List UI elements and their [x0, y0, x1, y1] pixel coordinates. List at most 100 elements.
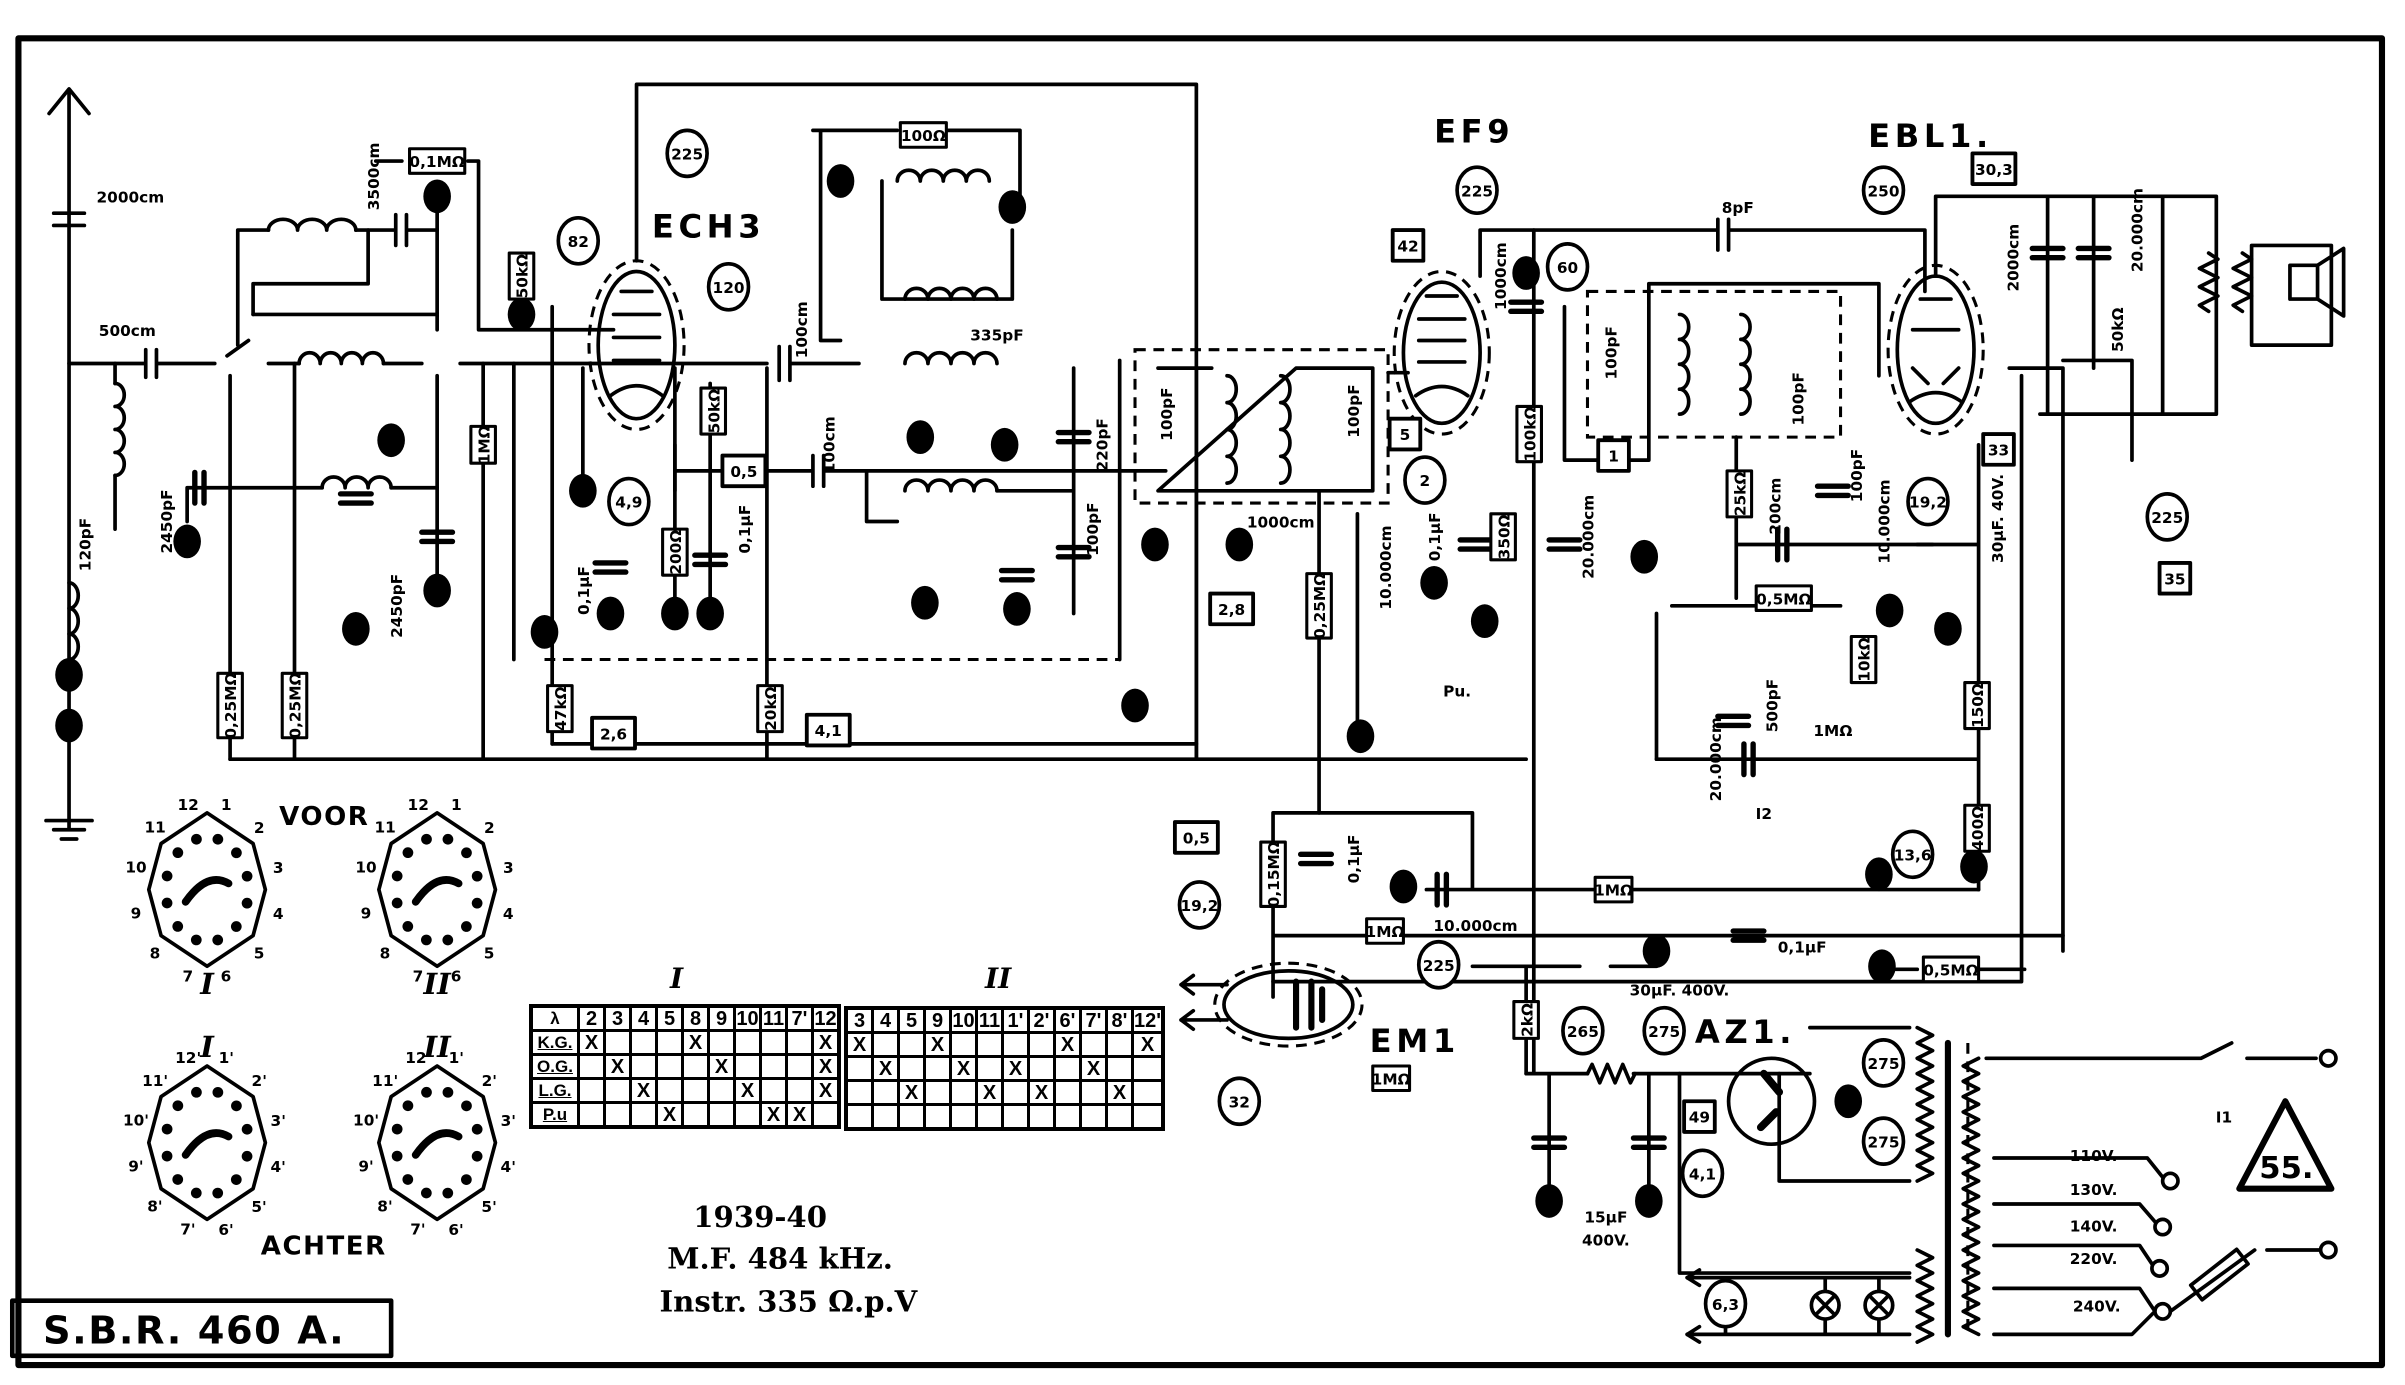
- component-value: 20.000cm: [1580, 495, 1598, 579]
- resistor: 0,5MΩ: [1921, 955, 1981, 984]
- table-cell: [844, 1103, 874, 1131]
- table-cell: X: [1131, 1031, 1165, 1058]
- table-row: [844, 1103, 1165, 1131]
- switch-contact-number: 1': [449, 1049, 464, 1067]
- ground-dot: [423, 573, 451, 608]
- table-cell: X: [811, 1029, 841, 1056]
- resistor: 1MΩ: [469, 424, 497, 465]
- component-label: 100pF: [1603, 326, 1621, 379]
- capacitor: [998, 567, 1035, 583]
- mains-voltage-tap: 130V.: [2070, 1181, 2118, 1199]
- table-cell: [733, 1053, 762, 1080]
- resistor: 1MΩ: [1593, 875, 1634, 904]
- resistor: 50kΩ: [507, 251, 536, 301]
- ground-dot: [1121, 688, 1149, 723]
- component-label: 50kΩ: [2109, 307, 2127, 352]
- resistor: 47kΩ: [546, 684, 574, 734]
- column-header: 12': [1131, 1006, 1165, 1034]
- tube-az1: [1726, 1056, 1817, 1147]
- table-cell: [759, 1053, 788, 1080]
- tube-ef9: [1392, 269, 1491, 436]
- terminal: [2160, 1171, 2180, 1191]
- table-cell: [577, 1101, 606, 1129]
- component-value: 1MΩ: [1366, 923, 1405, 941]
- table-cell: X: [1001, 1055, 1030, 1082]
- component-value: 0,1μF: [1426, 512, 1444, 561]
- table-cell: [923, 1079, 952, 1106]
- table-cell: [655, 1077, 684, 1104]
- model-title: S.B.R. 460 A.: [43, 1309, 345, 1354]
- mains-voltage-tap: 220V.: [2070, 1250, 2118, 1268]
- column-header: 12: [811, 1004, 841, 1032]
- switch-contact-number: 12': [405, 1049, 431, 1067]
- ground-dot: [1934, 611, 1962, 646]
- coil: [903, 286, 999, 301]
- capacitor: [1508, 299, 1545, 315]
- table-cell: [733, 1101, 762, 1129]
- table-cell: [1053, 1103, 1082, 1131]
- component-value: 400V.: [1582, 1231, 1630, 1249]
- current-reading: 0,5: [720, 453, 768, 489]
- table-cell: [1131, 1055, 1165, 1082]
- component-label: I1: [2216, 1109, 2232, 1127]
- voltage-value: 275: [1648, 1023, 1680, 1041]
- capacitor: [592, 560, 629, 575]
- resistor: 1MΩ: [1371, 1064, 1412, 1093]
- current-reading: 33: [1981, 432, 2016, 467]
- component-value: 1MΩ: [475, 425, 493, 464]
- component-value: 200Ω: [667, 530, 685, 575]
- voltage-value: 4,9: [615, 494, 642, 512]
- component-value: 0,1μF: [1345, 834, 1363, 883]
- component-value: 50kΩ: [705, 389, 723, 434]
- mains-voltage-tap: 240V.: [2073, 1297, 2121, 1315]
- current-value: 33: [1988, 442, 2009, 460]
- table-cell: [1001, 1103, 1030, 1131]
- ground-dot: [342, 611, 370, 646]
- capacitor: [337, 491, 374, 506]
- component-value: 10.000cm: [1377, 525, 1395, 609]
- column-header: 5: [897, 1006, 926, 1034]
- capacitor: [1630, 1135, 1667, 1150]
- table-cell: X: [577, 1029, 606, 1056]
- switch-contact-number: 2': [252, 1072, 267, 1090]
- voltage-reading: 225: [2145, 492, 2190, 542]
- coil: [1225, 373, 1239, 485]
- component-value: 100pF: [1158, 387, 1176, 440]
- pilot-lamp-icon: [1809, 1289, 1841, 1321]
- capacitor: [1546, 537, 1583, 552]
- resistor: 100kΩ: [1515, 404, 1543, 464]
- component-value: 10kΩ: [1856, 637, 1874, 682]
- table-cell: [629, 1101, 658, 1129]
- switch-section-name: II: [423, 967, 453, 1001]
- voltage-reading: 60: [1545, 242, 1590, 292]
- component-label: 10.000cm: [1377, 525, 1395, 609]
- switch-contact-number: 11': [372, 1072, 398, 1090]
- ground-dot: [1868, 949, 1896, 984]
- component-label: 500pF: [1764, 679, 1782, 732]
- component-value: 0,5MΩ: [1923, 961, 1978, 979]
- resistor: 20kΩ: [756, 684, 784, 734]
- tube-label-az1: AZ1.: [1695, 1013, 1796, 1051]
- current-value: 5: [1400, 426, 1411, 444]
- column-header: 1': [1001, 1006, 1030, 1034]
- component-value: 0,25MΩ: [1311, 573, 1329, 639]
- ground-dot: [1635, 1184, 1663, 1218]
- switch-contact-number: 8': [147, 1198, 162, 1216]
- coil: [113, 381, 127, 478]
- resistor: 0,15MΩ: [1259, 840, 1287, 908]
- capacitor: [1055, 429, 1092, 445]
- component-label: 100cm: [793, 301, 811, 358]
- capacitor: [419, 529, 456, 545]
- component-value: 20.000cm: [2129, 188, 2147, 272]
- ground-dot: [1470, 604, 1499, 639]
- switch-contact-number: 7': [410, 1221, 425, 1239]
- voltage-value: 225: [1461, 182, 1493, 200]
- column-header: 5: [655, 1004, 684, 1032]
- component-label: 2450pF: [158, 489, 176, 553]
- table-cell: X: [1053, 1031, 1082, 1058]
- switch-contact-number: 1: [221, 796, 232, 814]
- switch-contact-number: 3': [501, 1112, 516, 1130]
